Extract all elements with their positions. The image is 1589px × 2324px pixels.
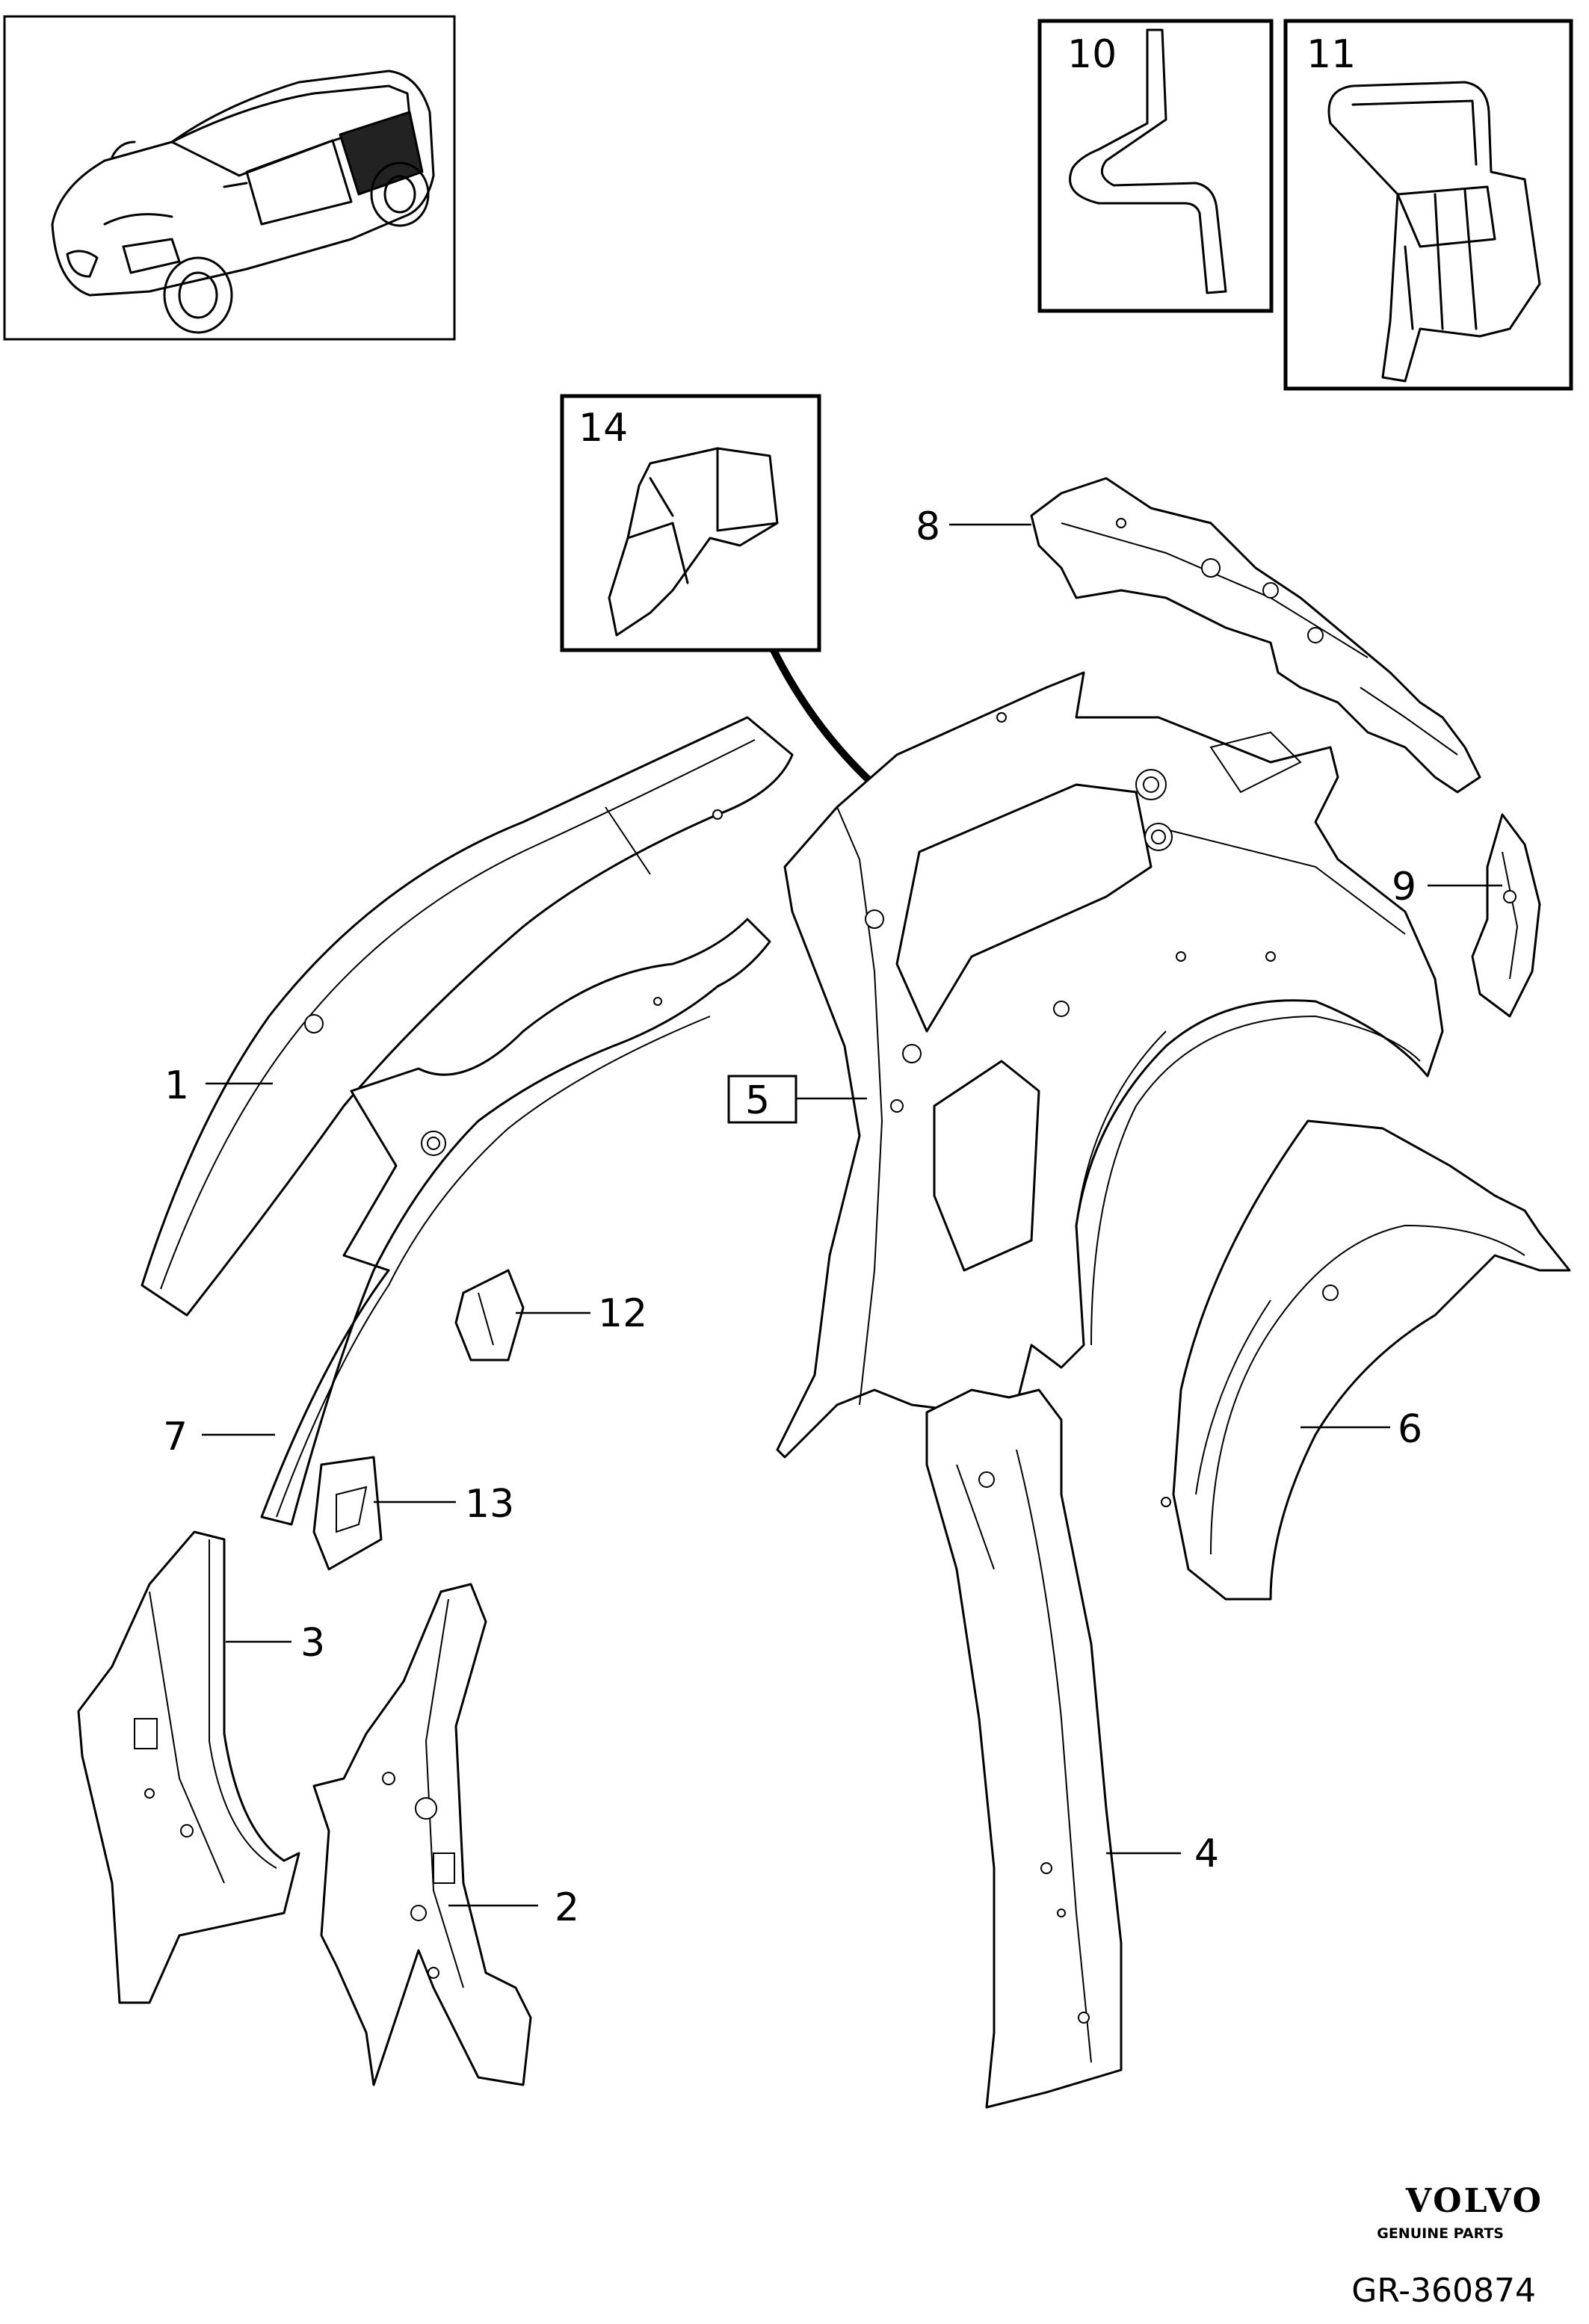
bracket-11-drawing bbox=[1327, 81, 1541, 383]
vehicle-overview-inset bbox=[3, 15, 456, 341]
callout-11-label: 11 bbox=[1306, 32, 1356, 77]
callout-3-label: 3 bbox=[300, 1621, 325, 1666]
part-6-wheelhouse: 6 bbox=[1161, 1119, 1571, 1601]
detail-box-10: 10 bbox=[1037, 19, 1274, 313]
bracket-14-drawing bbox=[608, 447, 779, 637]
part-9-bracket: 9 bbox=[1392, 813, 1541, 1018]
detail-box-14: 14 bbox=[560, 394, 821, 652]
callout-14-label: 14 bbox=[578, 406, 628, 451]
part-7-inner-roof-rail: 7 bbox=[163, 918, 771, 1526]
part-12-reinforcement: 12 bbox=[454, 1269, 647, 1362]
callout-8-label: 8 bbox=[916, 504, 940, 549]
part-8-rear-panel: 8 bbox=[916, 477, 1481, 794]
callout-6-label: 6 bbox=[1398, 1407, 1422, 1452]
detail-box-11: 11 bbox=[1283, 19, 1573, 391]
callout-1-label: 1 bbox=[164, 1063, 189, 1108]
brand-logo: VOLVO bbox=[1405, 2182, 1543, 2220]
callout-12-label: 12 bbox=[598, 1291, 647, 1336]
callout-13-label: 13 bbox=[465, 1482, 514, 1527]
part-2-b-pillar: 2 bbox=[312, 1583, 579, 2086]
part-1-roof-rail: 1 bbox=[141, 716, 794, 1317]
callout-4-label: 4 bbox=[1194, 1832, 1219, 1876]
brand-tagline: GENUINE PARTS bbox=[1377, 2225, 1504, 2242]
callout-5-label: 5 bbox=[745, 1078, 770, 1123]
part-3-pillar-lower: 3 bbox=[77, 1530, 325, 2004]
callout-10-label: 10 bbox=[1067, 32, 1117, 77]
car-icon bbox=[51, 69, 435, 334]
part-4-c-pillar: 4 bbox=[925, 1388, 1219, 2109]
callout-7-label: 7 bbox=[163, 1415, 188, 1459]
footer: VOLVO GENUINE PARTS GR-360874 bbox=[1351, 2182, 1543, 2310]
part-13-reinforcement: 13 bbox=[312, 1456, 514, 1571]
diagram-reference: GR-360874 bbox=[1351, 2272, 1536, 2310]
part-5-side-panel: 5 bbox=[727, 671, 1444, 1459]
bracket-10-drawing bbox=[1069, 28, 1227, 294]
callout-2-label: 2 bbox=[555, 1885, 579, 1930]
callout-9-label: 9 bbox=[1392, 865, 1416, 909]
